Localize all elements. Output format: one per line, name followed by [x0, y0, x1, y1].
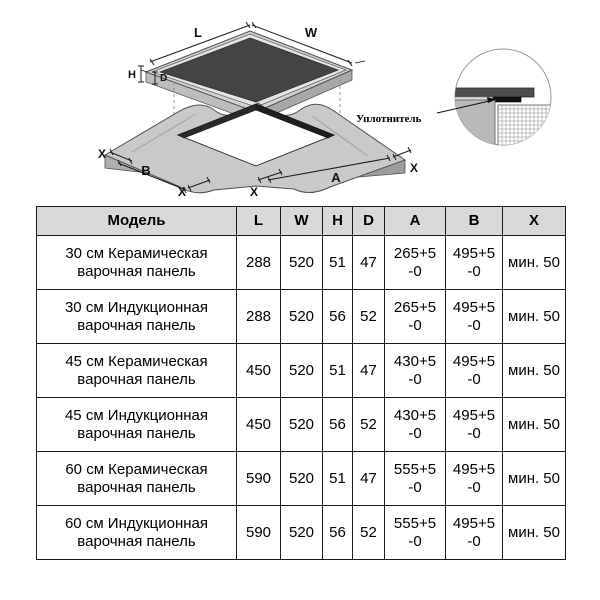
table-row: 60 см Керамическая варочная панель 590 5… — [36, 451, 566, 506]
dimension-line-X-front-centre — [257, 168, 283, 184]
cell-width: 520 — [280, 235, 323, 290]
cell-cutout-a: 555+5 -0 — [384, 451, 446, 506]
cell-length: 288 — [236, 235, 281, 290]
label-H: H — [128, 69, 136, 81]
header-clearance-x: X — [502, 206, 566, 236]
cell-height: 56 — [322, 505, 353, 560]
cell-clearance-x: мин. 50 — [502, 451, 566, 506]
cell-clearance-x: мин. 50 — [502, 343, 566, 398]
cell-depth: 52 — [352, 397, 385, 452]
cell-width: 520 — [280, 289, 323, 344]
cell-depth: 47 — [352, 451, 385, 506]
cell-model: 30 см Индукционная варочная панель — [36, 289, 237, 344]
header-height: H — [322, 206, 353, 236]
cell-model: 60 см Индукционная варочная панель — [36, 505, 237, 560]
table-header-row: Модель L W H D A B X — [36, 206, 566, 236]
label-X-front-left: X — [178, 185, 186, 199]
hob-plate-graphic — [144, 30, 354, 123]
gasket-strip — [492, 96, 522, 103]
cell-cutout-a: 265+5 -0 — [384, 289, 446, 344]
dimension-line-X-right — [392, 146, 412, 161]
specifications-table: Модель L W H D A B X 30 см Керамическая … — [36, 206, 566, 560]
cell-width: 520 — [280, 451, 323, 506]
cell-height: 51 — [322, 343, 353, 398]
table-row: 30 см Индукционная варочная панель 288 5… — [36, 289, 566, 344]
label-W: W — [305, 25, 318, 40]
table-row: 45 см Керамическая варочная панель 450 5… — [36, 343, 566, 398]
cell-model: 45 см Индукционная варочная панель — [36, 397, 237, 452]
label-X-left: X — [98, 147, 106, 161]
table-row: 30 см Керамическая варочная панель 288 5… — [36, 235, 566, 290]
cell-depth: 52 — [352, 289, 385, 344]
cell-cutout-b: 495+5 -0 — [445, 235, 503, 290]
header-cutout-a: A — [384, 206, 446, 236]
specifications-table-container: Модель L W H D A B X 30 см Керамическая … — [36, 206, 566, 560]
cell-depth: 52 — [352, 505, 385, 560]
dimension-line-H — [138, 65, 148, 83]
label-X-front-centre: X — [250, 185, 258, 199]
dimension-line-X-front-left — [187, 176, 211, 192]
cell-model: 30 см Керамическая варочная панель — [36, 235, 237, 290]
dimension-line-B — [117, 159, 187, 194]
cell-cutout-a: 430+5 -0 — [384, 343, 446, 398]
label-D: D — [160, 73, 167, 84]
cell-cutout-a: 265+5 -0 — [384, 235, 446, 290]
table-row: 60 см Индукционная варочная панель 590 5… — [36, 505, 566, 560]
gasket-callout-label: Уплотнитель — [356, 113, 422, 125]
dimension-line-A — [267, 154, 391, 184]
table-row: 45 см Индукционная варочная панель 450 5… — [36, 397, 566, 452]
cell-depth: 47 — [352, 343, 385, 398]
cell-clearance-x: мин. 50 — [502, 289, 566, 344]
cell-width: 520 — [280, 505, 323, 560]
cell-height: 56 — [322, 289, 353, 344]
cell-cutout-b: 495+5 -0 — [445, 397, 503, 452]
cell-height: 51 — [322, 451, 353, 506]
decorative-tick — [354, 60, 366, 64]
dimension-line-X-left — [109, 148, 133, 165]
cell-cutout-a: 430+5 -0 — [384, 397, 446, 452]
header-model: Модель — [36, 206, 237, 236]
cell-length: 590 — [236, 451, 281, 506]
cell-model: 60 см Керамическая варочная панель — [36, 451, 237, 506]
header-cutout-b: B — [445, 206, 503, 236]
countertop-graphic — [103, 102, 407, 194]
cell-model: 45 см Керамическая варочная панель — [36, 343, 237, 398]
label-L: L — [194, 25, 202, 40]
cell-clearance-x: мин. 50 — [502, 505, 566, 560]
cell-clearance-x: мин. 50 — [502, 235, 566, 290]
cell-width: 520 — [280, 397, 323, 452]
label-X-right: X — [410, 161, 418, 175]
cell-length: 288 — [236, 289, 281, 344]
cell-depth: 47 — [352, 235, 385, 290]
dimension-line-D — [152, 71, 158, 85]
cell-cutout-a: 555+5 -0 — [384, 505, 446, 560]
header-length: L — [236, 206, 281, 236]
cell-clearance-x: мин. 50 — [502, 397, 566, 452]
gasket-leader-line — [436, 97, 496, 114]
installation-diagram: L W H D — [0, 0, 600, 205]
cell-length: 590 — [236, 505, 281, 560]
cell-length: 450 — [236, 343, 281, 398]
header-width: W — [280, 206, 323, 236]
cell-height: 51 — [322, 235, 353, 290]
gasket-detail-callout — [454, 48, 552, 146]
cell-cutout-b: 495+5 -0 — [445, 505, 503, 560]
label-B: B — [141, 163, 150, 178]
cell-height: 56 — [322, 397, 353, 452]
cell-length: 450 — [236, 397, 281, 452]
dimension-line-W — [251, 21, 353, 67]
label-A: A — [331, 170, 341, 185]
cell-width: 520 — [280, 343, 323, 398]
cell-cutout-b: 495+5 -0 — [445, 289, 503, 344]
cell-cutout-b: 495+5 -0 — [445, 343, 503, 398]
dimension-line-L — [149, 21, 251, 66]
cell-cutout-b: 495+5 -0 — [445, 451, 503, 506]
header-depth: D — [352, 206, 385, 236]
